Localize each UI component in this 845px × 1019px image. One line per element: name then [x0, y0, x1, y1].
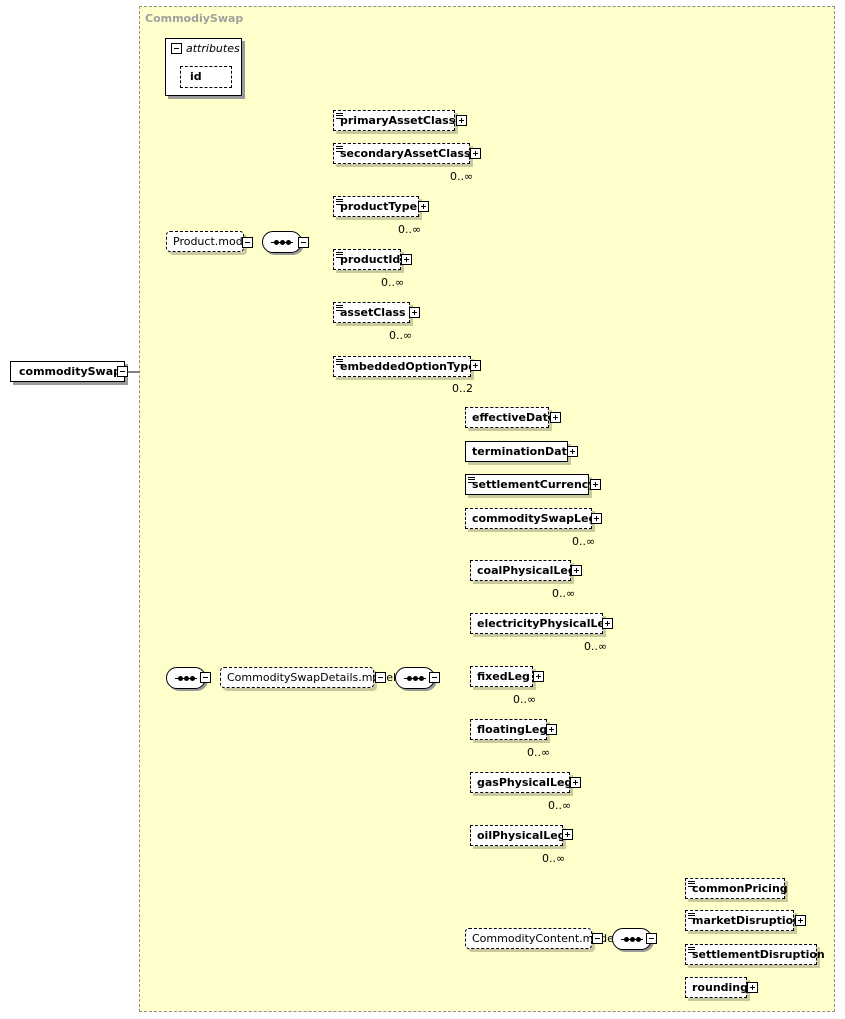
expand-floating-leg-icon[interactable] — [546, 724, 557, 735]
element-settlement-disruption[interactable]: settlementDisruption — [685, 944, 825, 965]
expand-electricity-physical-leg-icon[interactable] — [602, 618, 613, 629]
collapse-root-icon[interactable] — [117, 366, 128, 377]
collapse-attributes-icon[interactable] — [171, 43, 182, 54]
collapse-content-model-icon[interactable] — [592, 933, 603, 944]
expand-effective-date-icon[interactable] — [550, 412, 561, 423]
expand-product-id-icon[interactable] — [401, 254, 412, 265]
element-common-pricing[interactable]: commonPricing — [685, 878, 788, 899]
element-gas-physical-leg[interactable]: gasPhysicalLeg — [470, 772, 572, 793]
collapse-product-sequence-icon[interactable] — [298, 237, 309, 248]
sequence-root[interactable] — [166, 667, 206, 689]
element-primary-asset-class[interactable]: primaryAssetClass — [333, 110, 455, 131]
element-secondary-asset-class[interactable]: secondaryAssetClass — [333, 143, 471, 164]
expand-termination-date-icon[interactable] — [567, 446, 578, 457]
group-product-model[interactable]: Product.model — [166, 231, 253, 252]
element-embedded-option-type[interactable]: embeddedOptionType — [333, 356, 476, 377]
expand-fixed-leg-icon[interactable] — [533, 671, 544, 682]
sequence-content-model[interactable] — [612, 928, 652, 950]
cardinality-coal-physical-leg: 0..∞ — [552, 587, 576, 600]
expand-product-type-icon[interactable] — [418, 201, 429, 212]
expand-secondary-asset-class-icon[interactable] — [470, 148, 481, 159]
expand-rounding-icon[interactable] — [747, 982, 758, 993]
expand-gas-physical-leg-icon[interactable] — [570, 777, 581, 788]
element-rounding[interactable]: rounding — [685, 977, 748, 998]
cardinality-embedded-option-type: 0..2 — [452, 382, 473, 395]
attribute-id: id — [180, 66, 232, 88]
expand-coal-physical-leg-icon[interactable] — [571, 565, 582, 576]
sequence-product-model[interactable] — [262, 231, 302, 253]
root-element-label: commoditySwap — [19, 365, 122, 378]
element-coal-physical-leg[interactable]: coalPhysicalLeg — [470, 560, 576, 581]
element-fixed-leg[interactable]: fixedLeg — [470, 666, 533, 687]
cardinality-product-type: 0..∞ — [398, 223, 422, 236]
expand-commodity-swap-leg-icon[interactable] — [591, 513, 602, 524]
expand-primary-asset-class-icon[interactable] — [456, 115, 467, 126]
group-details-model-label: CommoditySwapDetails.model — [227, 671, 397, 684]
root-element[interactable]: commoditySwap — [10, 361, 125, 382]
cardinality-asset-class: 0..∞ — [389, 329, 413, 342]
collapse-content-sequence-icon[interactable] — [646, 933, 657, 944]
cardinality-product-id: 0..∞ — [381, 276, 405, 289]
cardinality-floating-leg: 0..∞ — [527, 746, 551, 759]
element-oil-physical-leg[interactable]: oilPhysicalLeg — [470, 825, 566, 846]
complex-type-title: CommodiySwap — [145, 12, 244, 25]
collapse-root-sequence-icon[interactable] — [200, 672, 211, 683]
cardinality-commodity-swap-leg: 0..∞ — [572, 535, 596, 548]
attributes-box: attributes id — [165, 38, 242, 96]
expand-settlement-currency-icon[interactable] — [590, 479, 601, 490]
cardinality-secondary-asset-class: 0..∞ — [450, 170, 474, 183]
element-floating-leg[interactable]: floatingLeg — [470, 719, 547, 740]
group-details-model[interactable]: CommoditySwapDetails.model — [220, 667, 396, 688]
element-asset-class[interactable]: assetClass — [333, 302, 410, 323]
element-effective-date[interactable]: effectiveDate — [465, 407, 555, 428]
element-product-id[interactable]: productId — [333, 249, 401, 270]
collapse-details-model-icon[interactable] — [375, 672, 386, 683]
cardinality-gas-physical-leg: 0..∞ — [548, 799, 572, 812]
attributes-label: attributes — [186, 42, 240, 55]
expand-asset-class-icon[interactable] — [409, 307, 420, 318]
element-market-disruption[interactable]: marketDisruption — [685, 910, 801, 931]
sequence-details-model[interactable] — [395, 667, 435, 689]
group-product-model-label: Product.model — [173, 235, 253, 248]
element-settlement-currency[interactable]: settlementCurrency — [465, 474, 596, 495]
expand-oil-physical-leg-icon[interactable] — [562, 829, 573, 840]
collapse-details-sequence-icon[interactable] — [429, 672, 440, 683]
collapse-product-model-icon[interactable] — [242, 237, 253, 248]
element-product-type[interactable]: productType — [333, 196, 419, 217]
cardinality-electricity-physical-leg: 0..∞ — [584, 640, 608, 653]
element-electricity-physical-leg[interactable]: electricityPhysicalLeg — [470, 613, 613, 634]
element-termination-date[interactable]: terminationDate — [465, 441, 574, 462]
group-content-model-label: CommodityContent.model — [472, 932, 617, 945]
expand-embedded-option-type-icon[interactable] — [470, 360, 481, 371]
element-commodity-swap-leg[interactable]: commoditySwapLeg — [465, 508, 596, 529]
cardinality-fixed-leg: 0..∞ — [513, 693, 537, 706]
cardinality-oil-physical-leg: 0..∞ — [542, 852, 566, 865]
expand-market-disruption-icon[interactable] — [795, 915, 806, 926]
group-content-model[interactable]: CommodityContent.model — [465, 928, 617, 949]
